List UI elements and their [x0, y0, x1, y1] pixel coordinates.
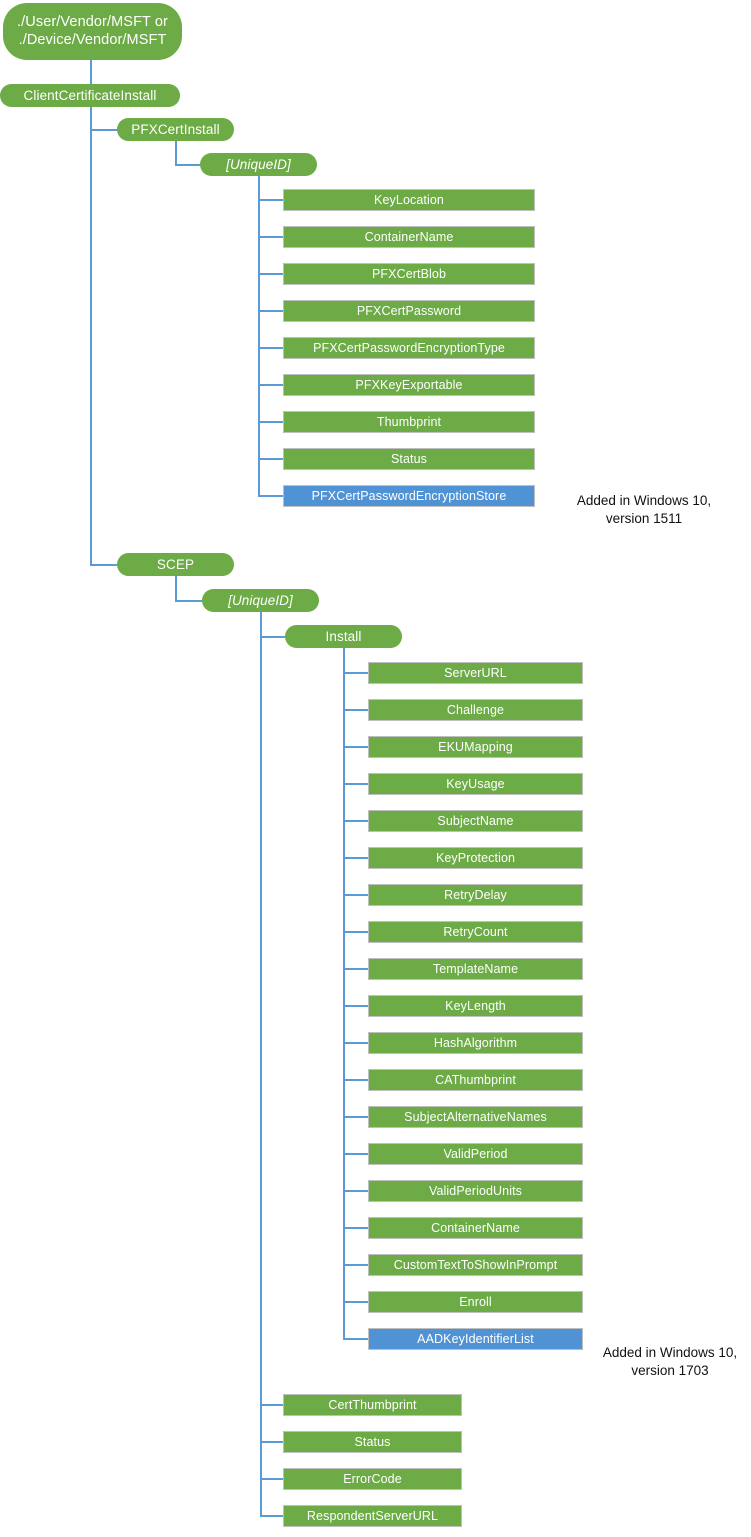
connector-pfx-leaf-4 [258, 347, 283, 349]
connector-scep-tail-leaf-0 [260, 1404, 283, 1406]
leaf-scep-3[interactable]: RespondentServerURL [283, 1505, 462, 1527]
leaf-pfx-4[interactable]: PFXCertPasswordEncryptionType [283, 337, 535, 359]
leaf-install-6[interactable]: RetryDelay [368, 884, 583, 906]
connector-install-leaf-15 [343, 1227, 368, 1229]
connector-install-leaf-14 [343, 1190, 368, 1192]
connector-root-to-clientcertificateinstall [90, 60, 92, 84]
connector-scepuid-trunk [260, 612, 262, 1517]
node-scep[interactable]: SCEP [117, 553, 234, 576]
connector-pfx-leaf-2 [258, 273, 283, 275]
leaf-install-10[interactable]: HashAlgorithm [368, 1032, 583, 1054]
connector-install-leaf-0 [343, 672, 368, 674]
connector-scep-tail-leaf-3 [260, 1515, 283, 1517]
leaf-install-5[interactable]: KeyProtection [368, 847, 583, 869]
node-pfx-uniqueid[interactable]: [UniqueID] [200, 153, 317, 176]
leaf-pfx-7[interactable]: Status [283, 448, 535, 470]
connector-pfx-leaf-8 [258, 495, 283, 497]
leaf-install-8[interactable]: TemplateName [368, 958, 583, 980]
connector-pfx-leaf-3 [258, 310, 283, 312]
node-pfxcertinstall[interactable]: PFXCertInstall [117, 118, 234, 141]
connector-scep-tail-leaf-2 [260, 1478, 283, 1480]
connector-scep-tail-leaf-1 [260, 1441, 283, 1443]
leaf-scep-2[interactable]: ErrorCode [283, 1468, 462, 1490]
connector-trunk-to-pfxcertinstall [90, 129, 117, 131]
node-scep-uniqueid[interactable]: [UniqueID] [202, 589, 319, 612]
leaf-install-12[interactable]: SubjectAlternativeNames [368, 1106, 583, 1128]
note-install-added-version: Added in Windows 10, version 1703 [602, 1345, 738, 1379]
leaf-install-11[interactable]: CAThumbprint [368, 1069, 583, 1091]
leaf-install-4[interactable]: SubjectName [368, 810, 583, 832]
connector-install-leaf-17 [343, 1301, 368, 1303]
connector-pfxcertinstall-to-uniqueid [175, 141, 177, 165]
connector-pfx-leaf-6 [258, 421, 283, 423]
connector-install-leaf-12 [343, 1116, 368, 1118]
connector-pfx-leaf-5 [258, 384, 283, 386]
connector-pfx-leaf-0 [258, 199, 283, 201]
leaf-install-2[interactable]: EKUMapping [368, 736, 583, 758]
node-install[interactable]: Install [285, 625, 402, 648]
connector-install-trunk [343, 648, 345, 1340]
leaf-pfx-8[interactable]: PFXCertPasswordEncryptionStore [283, 485, 535, 507]
leaf-install-14[interactable]: ValidPeriodUnits [368, 1180, 583, 1202]
leaf-install-0[interactable]: ServerURL [368, 662, 583, 684]
leaf-install-9[interactable]: KeyLength [368, 995, 583, 1017]
connector-pfx-uniqueid-trunk [258, 176, 260, 497]
leaf-install-1[interactable]: Challenge [368, 699, 583, 721]
leaf-scep-1[interactable]: Status [283, 1431, 462, 1453]
connector-install-leaf-1 [343, 709, 368, 711]
note-pfx-added-version: Added in Windows 10, version 1511 [576, 493, 712, 527]
leaf-pfx-0[interactable]: KeyLocation [283, 189, 535, 211]
leaf-install-16[interactable]: CustomTextToShowInPrompt [368, 1254, 583, 1276]
leaf-pfx-2[interactable]: PFXCertBlob [283, 263, 535, 285]
leaf-pfx-6[interactable]: Thumbprint [283, 411, 535, 433]
leaf-install-15[interactable]: ContainerName [368, 1217, 583, 1239]
leaf-pfx-3[interactable]: PFXCertPassword [283, 300, 535, 322]
leaf-install-17[interactable]: Enroll [368, 1291, 583, 1313]
connector-install-leaf-3 [343, 783, 368, 785]
connector-install-leaf-16 [343, 1264, 368, 1266]
connector-scep-to-uniqueid-h [175, 600, 202, 602]
connector-scep-to-uniqueid [175, 576, 177, 601]
leaf-install-7[interactable]: RetryCount [368, 921, 583, 943]
connector-install-leaf-9 [343, 1005, 368, 1007]
connector-install-leaf-7 [343, 931, 368, 933]
leaf-install-13[interactable]: ValidPeriod [368, 1143, 583, 1165]
connector-install-leaf-6 [343, 894, 368, 896]
connector-install-leaf-18 [343, 1338, 368, 1340]
leaf-pfx-1[interactable]: ContainerName [283, 226, 535, 248]
connector-install-leaf-5 [343, 857, 368, 859]
connector-pfx-leaf-7 [258, 458, 283, 460]
leaf-install-3[interactable]: KeyUsage [368, 773, 583, 795]
connector-pfxcertinstall-to-uniqueid-h [175, 164, 200, 166]
leaf-scep-0[interactable]: CertThumbprint [283, 1394, 462, 1416]
connector-install-leaf-4 [343, 820, 368, 822]
connector-install-leaf-11 [343, 1079, 368, 1081]
leaf-install-18[interactable]: AADKeyIdentifierList [368, 1328, 583, 1350]
node-root[interactable]: ./User/Vendor/MSFT or ./Device/Vendor/MS… [3, 3, 182, 60]
connector-install-leaf-2 [343, 746, 368, 748]
connector-install-leaf-13 [343, 1153, 368, 1155]
connector-trunk-main [90, 107, 92, 566]
connector-pfx-leaf-1 [258, 236, 283, 238]
connector-install-leaf-8 [343, 968, 368, 970]
connector-scepuid-to-install [260, 636, 285, 638]
connector-trunk-to-scep [90, 564, 117, 566]
leaf-pfx-5[interactable]: PFXKeyExportable [283, 374, 535, 396]
connector-install-leaf-10 [343, 1042, 368, 1044]
node-clientcertificateinstall[interactable]: ClientCertificateInstall [0, 84, 180, 107]
